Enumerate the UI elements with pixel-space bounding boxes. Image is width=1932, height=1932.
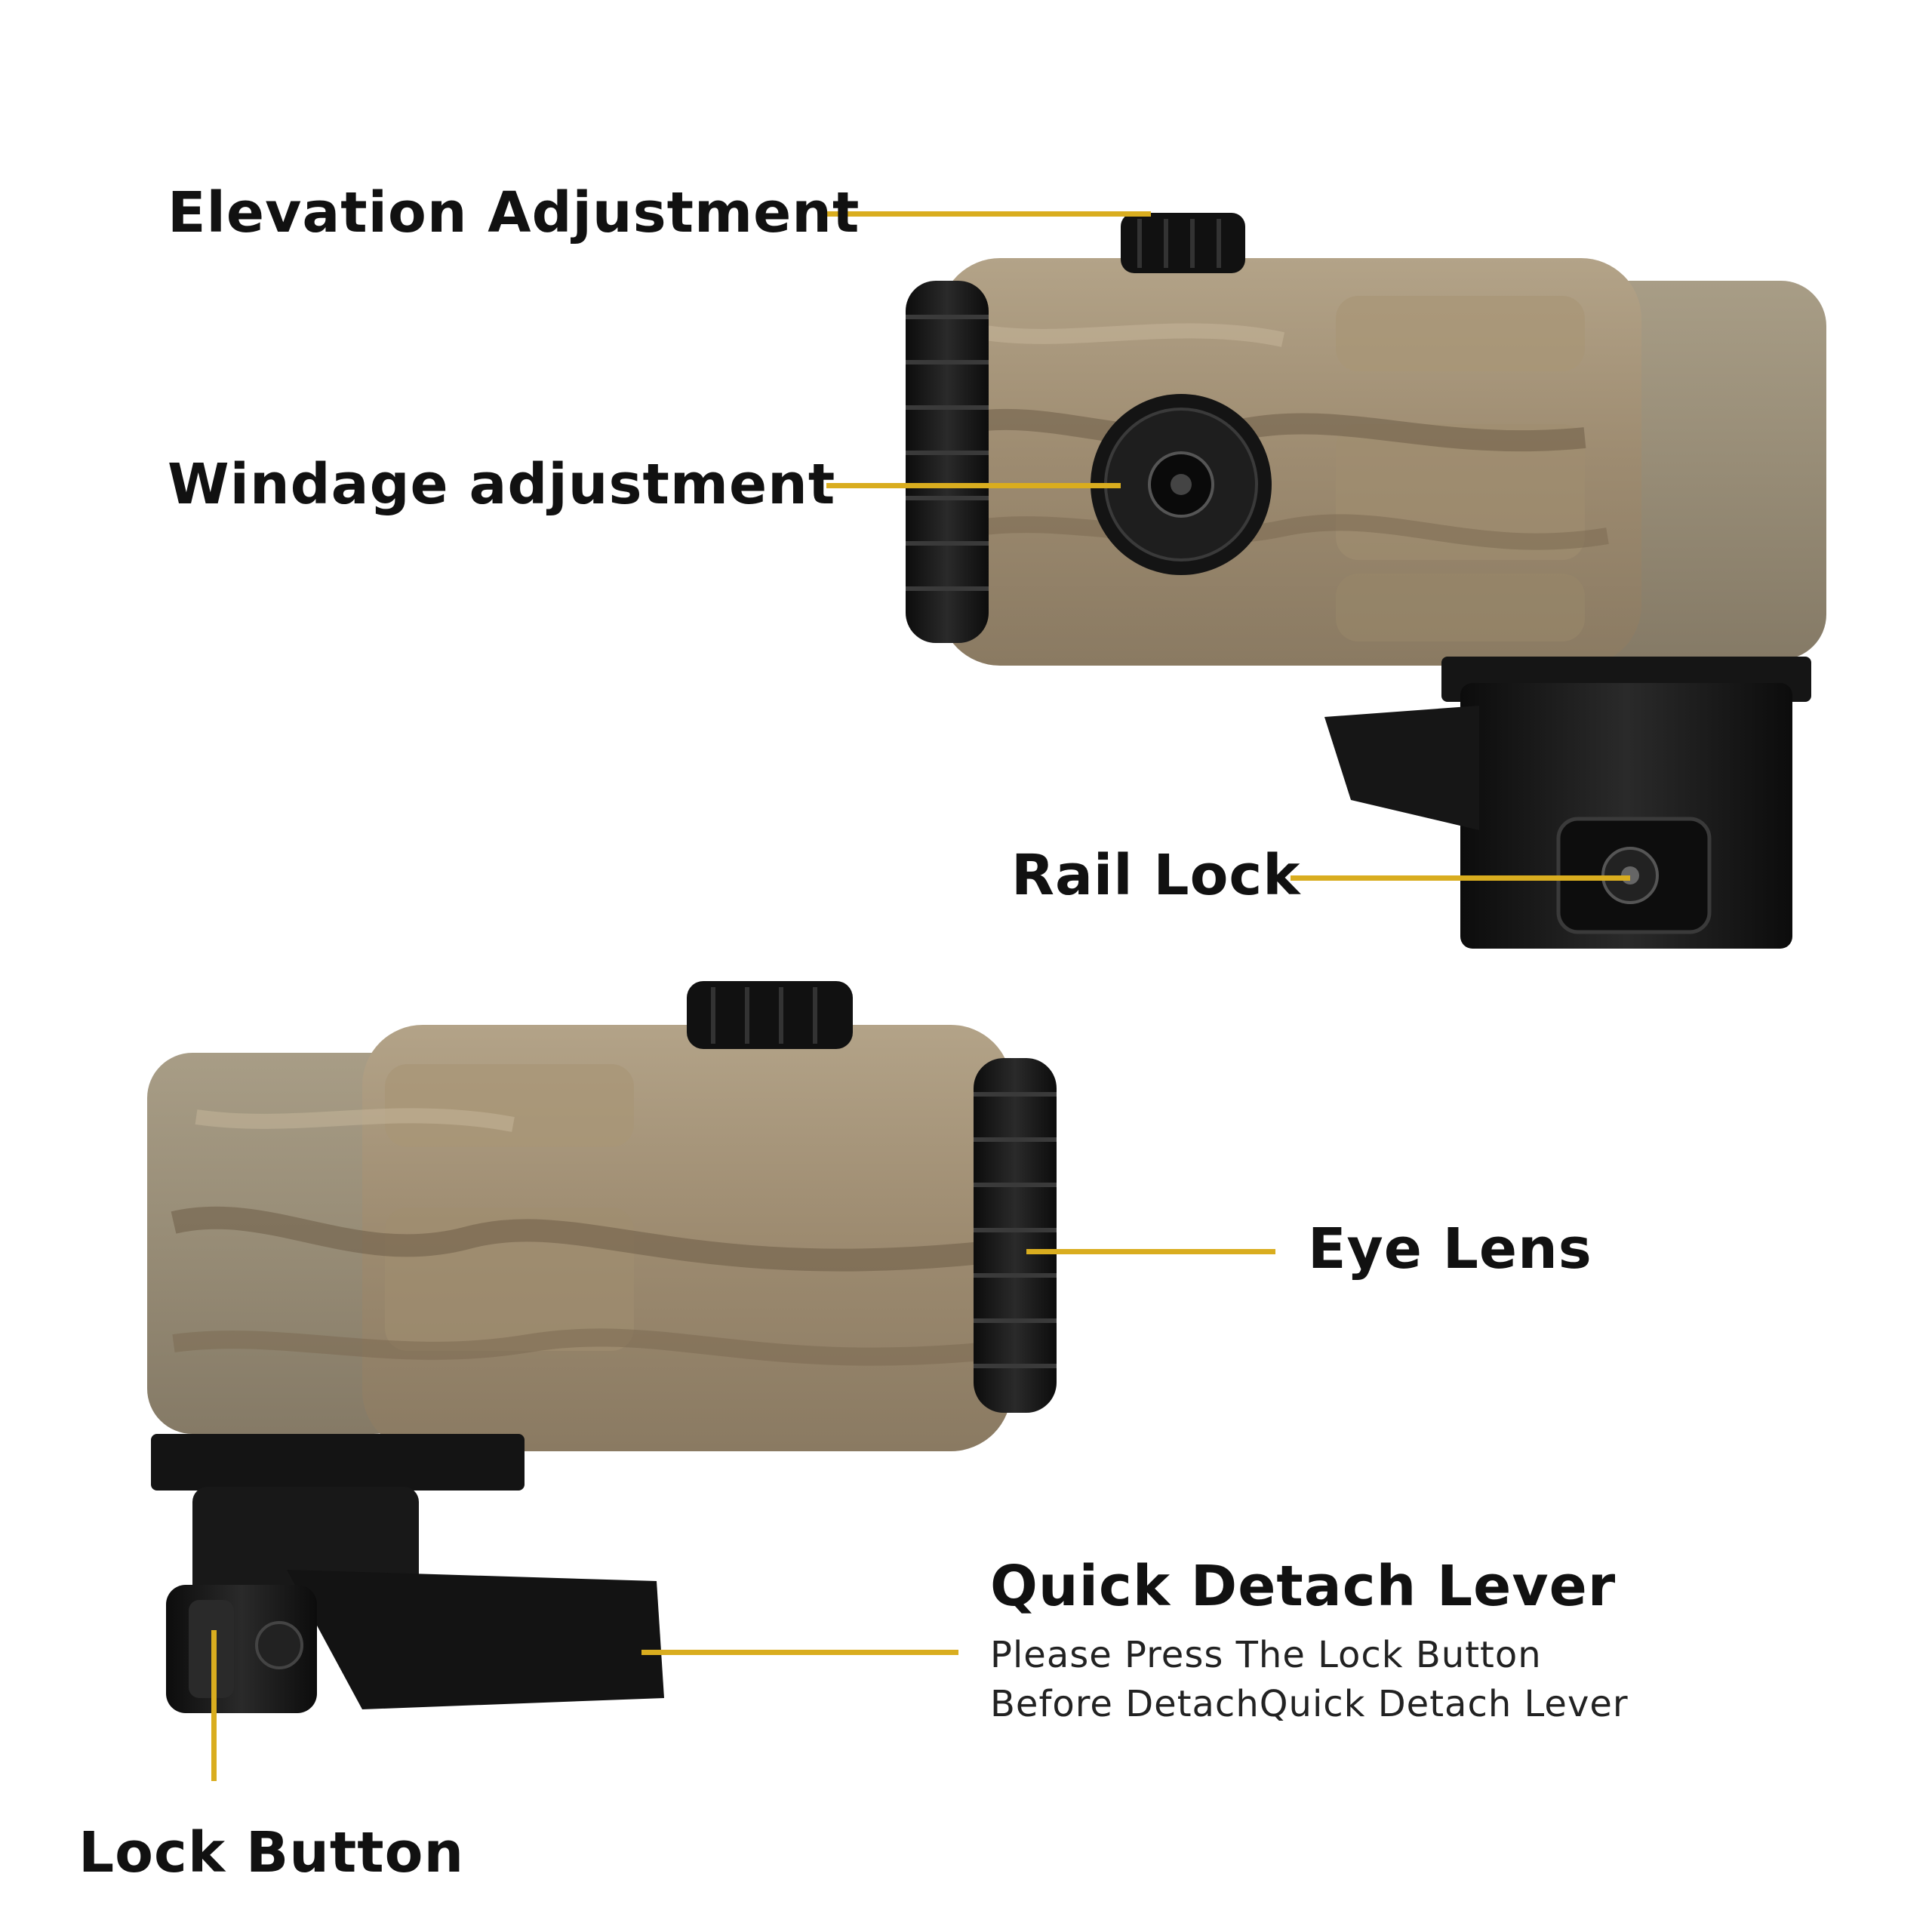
bottom-mount-base — [151, 1434, 525, 1491]
windage-adjustment-label: Windage adjustment — [168, 452, 836, 517]
eye-lens-leader — [1026, 1249, 1275, 1254]
rail-lock-label: Rail Lock — [1011, 843, 1301, 908]
eye-lens-label: Eye Lens — [1308, 1217, 1592, 1281]
elevation-adjustment-label: Elevation Adjustment — [168, 180, 860, 245]
bottom-eye-lens-ring — [974, 1058, 1057, 1413]
bottom-magnifier — [147, 981, 1057, 1713]
quick-detach-note-line-2: Before DetachQuick Detach Lever — [990, 1683, 1629, 1725]
top-objective-ring — [906, 281, 989, 643]
bottom-elevation-turret — [687, 981, 853, 1049]
lock-button-leader — [211, 1630, 217, 1781]
rail-lock-leader — [1291, 875, 1630, 881]
quick-detach-leader — [641, 1650, 958, 1655]
top-magnifier — [906, 213, 1826, 949]
lock-button-label: Lock Button — [78, 1820, 465, 1885]
quick-detach-note-line-1: Please Press The Lock Button — [990, 1634, 1542, 1676]
top-elevation-turret — [1121, 213, 1245, 273]
quick-detach-lever-label: Quick Detach Lever — [990, 1554, 1617, 1619]
windage-leader — [826, 483, 1121, 488]
elevation-leader — [826, 211, 1151, 217]
bottom-qd-lever — [287, 1570, 664, 1709]
top-qd-lever — [1324, 706, 1479, 830]
